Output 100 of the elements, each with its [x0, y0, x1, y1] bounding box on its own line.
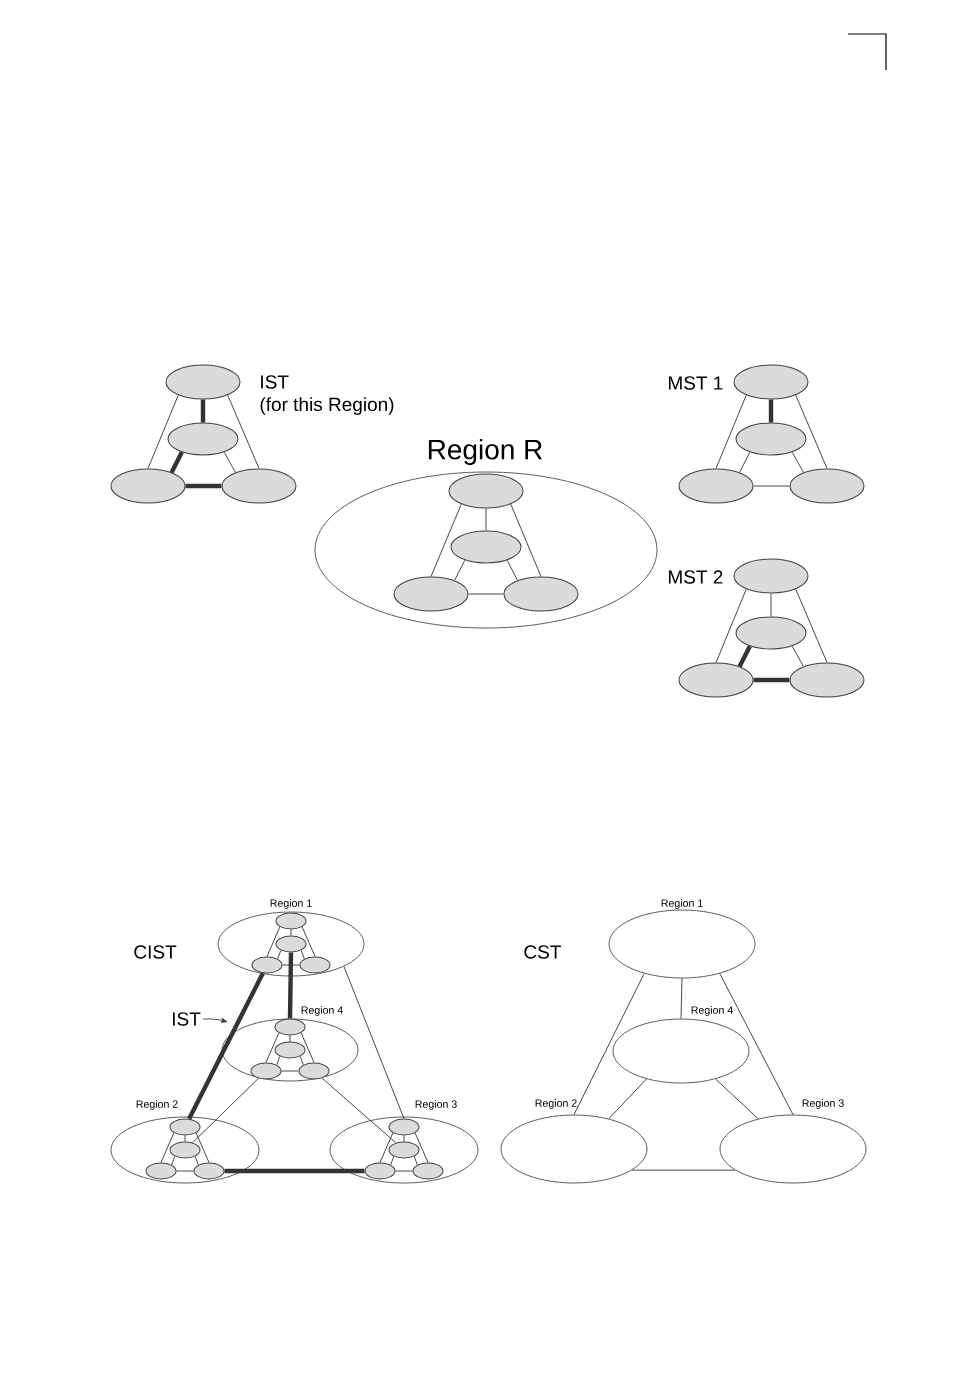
- link-line: [390, 1155, 395, 1166]
- bridge-ellipse: [274, 1018, 306, 1036]
- link-line: [573, 973, 645, 1115]
- bridge-ellipse: [364, 1162, 396, 1180]
- node-label: Region 1: [270, 899, 312, 909]
- bridge-ellipse: [789, 468, 865, 504]
- bridge-ellipse: [503, 576, 579, 612]
- link-line: [414, 1132, 429, 1163]
- tree-label: MST 2: [668, 570, 723, 584]
- link-line: [506, 559, 518, 581]
- link-line: [608, 1078, 647, 1120]
- link-line: [791, 451, 804, 473]
- link-line: [187, 972, 265, 1120]
- link-line: [510, 503, 542, 577]
- link-line: [160, 1132, 175, 1163]
- link-line: [454, 559, 466, 581]
- bridge-ellipse: [735, 422, 807, 456]
- bridge-ellipse: [221, 468, 297, 504]
- bridge-ellipse: [733, 364, 809, 400]
- link-line: [300, 949, 305, 960]
- link-line: [715, 588, 747, 663]
- node-label: Region 4: [691, 1006, 733, 1016]
- link-line: [739, 451, 751, 473]
- bridge-ellipse: [299, 956, 331, 974]
- bridge-ellipse: [448, 473, 524, 509]
- bridge-ellipse: [193, 1162, 225, 1180]
- node-label: Region 3: [415, 1100, 457, 1110]
- bridge-ellipse: [298, 1062, 330, 1080]
- link-line: [379, 1132, 394, 1163]
- bridge-ellipse: [678, 662, 754, 698]
- bridge-ellipse: [678, 468, 754, 504]
- link-line: [227, 394, 260, 469]
- bridge-ellipse: [274, 1041, 306, 1059]
- bridge-ellipse: [450, 530, 522, 564]
- link-line: [184, 1135, 186, 1142]
- link-line: [276, 1055, 281, 1066]
- link-line: [768, 399, 774, 423]
- bridge-ellipse: [145, 1162, 177, 1180]
- link-line: [719, 973, 794, 1115]
- link-line: [277, 949, 282, 960]
- link-line: [753, 485, 790, 487]
- link-line: [791, 645, 804, 667]
- bridge-ellipse: [275, 935, 307, 953]
- node-label: Region 2: [136, 1100, 178, 1110]
- link-line: [194, 1155, 199, 1166]
- bridge-ellipse: [169, 1118, 201, 1136]
- link-line: [299, 1055, 304, 1066]
- tree-label: IST: [261, 375, 289, 389]
- bridge-ellipse: [789, 662, 865, 698]
- node-label: IST: [173, 1012, 201, 1026]
- link-line: [200, 399, 206, 423]
- link-line: [485, 508, 487, 531]
- link-line: [224, 1168, 365, 1174]
- node-label: Region 3: [802, 1099, 844, 1109]
- link-line: [192, 1077, 259, 1144]
- node-label: Region 2: [535, 1099, 577, 1109]
- link-line: [737, 645, 752, 668]
- link-line: [468, 593, 504, 595]
- tree-label: CIST: [134, 945, 177, 959]
- link-line: [413, 1155, 418, 1166]
- link-line: [266, 926, 281, 957]
- bridge-ellipse: [110, 468, 186, 504]
- bridge-ellipse: [251, 956, 283, 974]
- link-line: [289, 1035, 291, 1042]
- link-line: [176, 1170, 194, 1172]
- bridge-ellipse: [250, 1062, 282, 1080]
- bridge-ellipse: [169, 1141, 201, 1159]
- link-line: [430, 503, 462, 577]
- node-label: Region 4: [301, 1006, 343, 1016]
- link-line: [287, 952, 294, 1019]
- link-line: [403, 1135, 405, 1142]
- link-line: [300, 1032, 315, 1063]
- link-line: [290, 929, 292, 936]
- tree-label: MST 1: [668, 376, 723, 390]
- node-label: Region 1: [661, 899, 703, 909]
- bridge-ellipse: [388, 1141, 420, 1159]
- link-line: [195, 1132, 210, 1163]
- tree-label: (for this Region): [260, 397, 394, 415]
- node-label: Region R: [428, 438, 543, 466]
- leader-arrow: [202, 1017, 228, 1023]
- link-line: [395, 1170, 413, 1172]
- link-line: [185, 483, 222, 489]
- link-line: [795, 394, 828, 469]
- link-line: [147, 394, 179, 469]
- link-line: [631, 1169, 736, 1171]
- link-line: [715, 1078, 759, 1120]
- bridge-ellipse: [275, 912, 307, 930]
- bridge-ellipse: [165, 364, 241, 400]
- link-line: [301, 926, 316, 957]
- link-line: [680, 978, 683, 1020]
- link-line: [223, 451, 236, 473]
- link-line: [321, 1077, 397, 1144]
- link-line: [281, 1070, 299, 1072]
- link-line: [715, 394, 747, 469]
- link-line: [171, 1155, 176, 1166]
- link-line: [753, 677, 790, 683]
- link-line: [343, 966, 405, 1119]
- bridge-ellipse: [735, 616, 807, 650]
- link-line: [265, 1032, 280, 1063]
- bridge-ellipse: [733, 558, 809, 594]
